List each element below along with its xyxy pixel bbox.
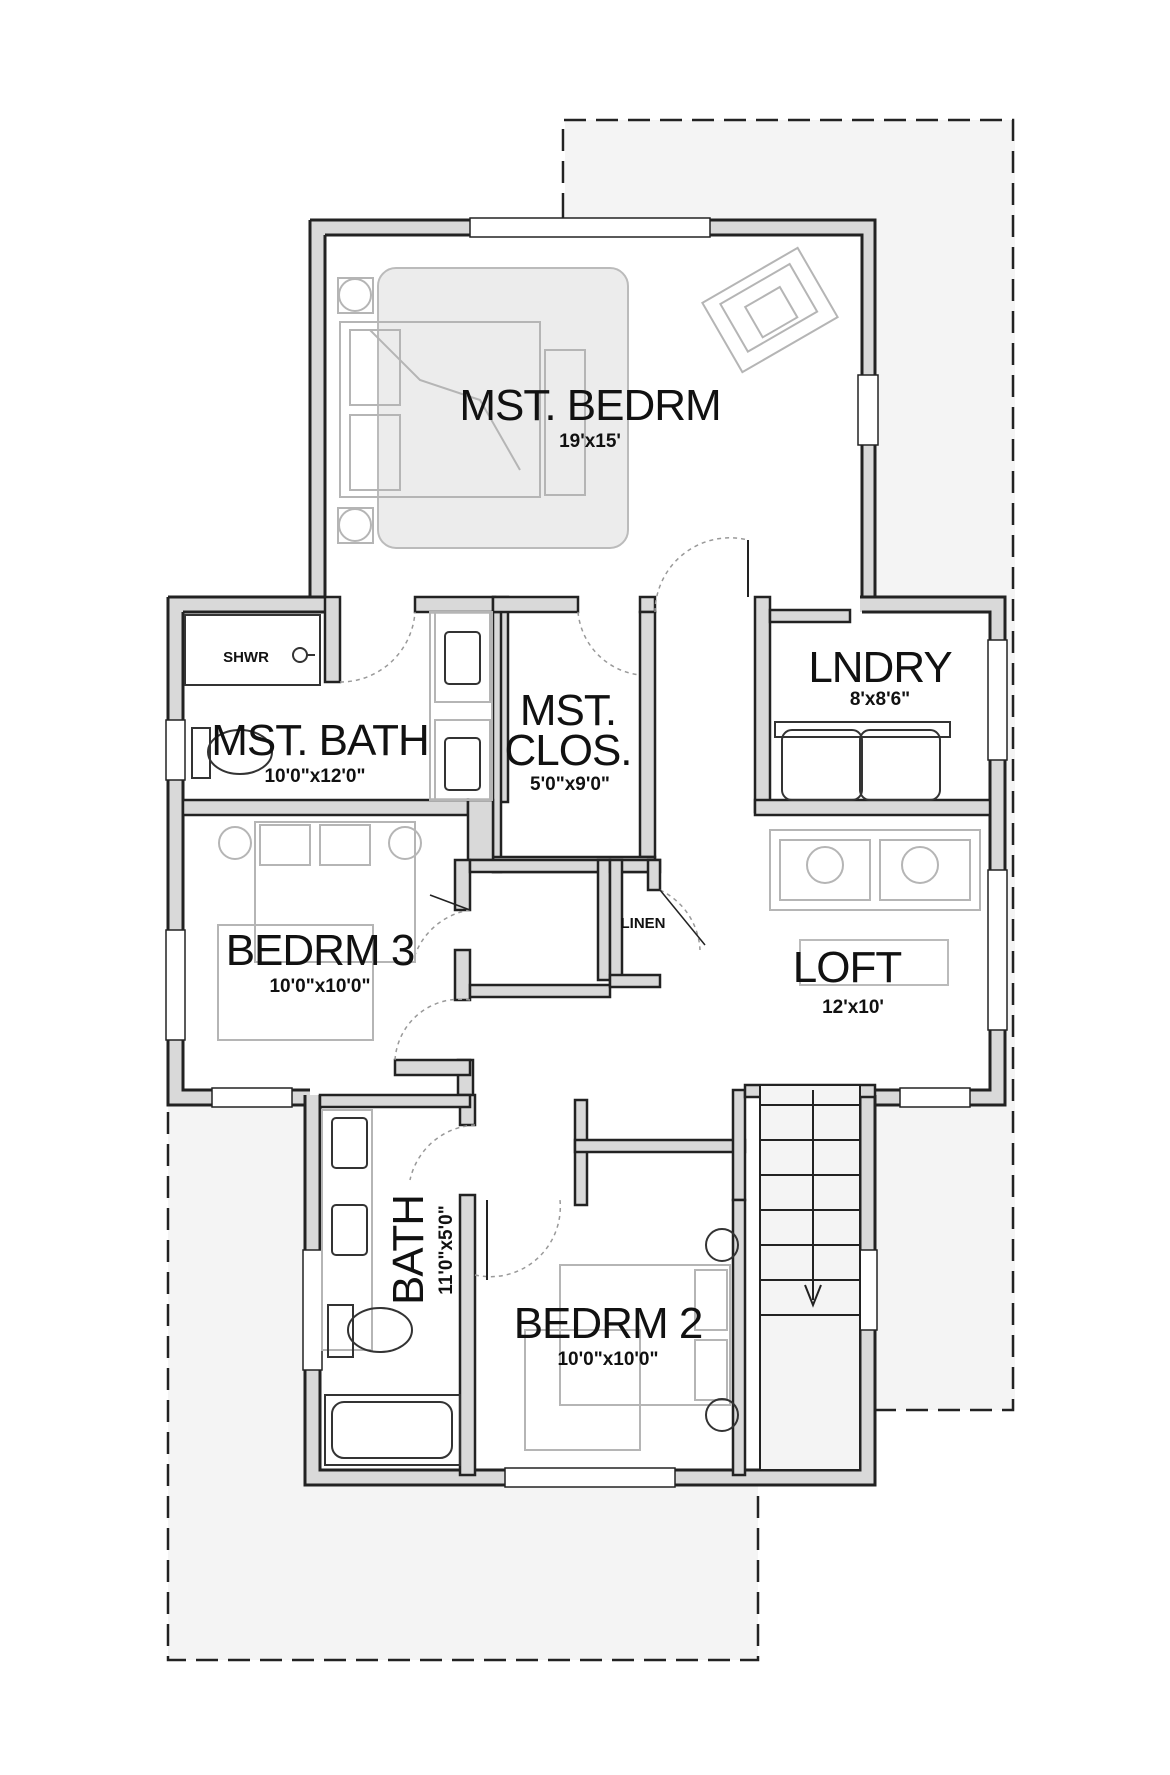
master-bedroom-size: 19'x15' [559,431,621,452]
room-labels: MST. BEDRM 19'x15' SHWR MST. BATH 10'0"x… [211,381,953,1370]
bath-size: 11'0"x5'0" [436,1205,457,1294]
master-bedroom-name: MST. BEDRM [459,381,720,430]
bath-fixtures [321,1109,461,1466]
laundry-appliances [774,721,951,801]
windows [165,217,1008,1488]
door-swings [339,537,749,1280]
loft-name: LOFT [793,943,902,992]
bedroom-2-furniture [524,1228,739,1451]
staircase [759,1084,861,1471]
shower-label: SHWR [223,649,269,666]
loft-size: 12'x10' [822,997,884,1018]
bedroom-2-name: BEDRM 2 [514,1299,703,1348]
master-closet-name-line1: MST. [520,686,616,735]
bedroom-3-furniture [217,821,422,1041]
laundry-size: 8'x8'6" [850,689,910,710]
bedroom-2-size: 10'0"x10'0" [557,1349,658,1370]
master-closet-name-line2: CLOS. [504,726,631,775]
linen-label: LINEN [621,915,666,932]
loft-sofa [769,829,981,911]
loft-label-box [799,939,949,986]
master-bath-fixtures [184,611,493,801]
interior-walls [181,595,992,1477]
master-closet-size: 5'0"x9'0" [530,774,610,795]
master-bed-furniture [337,246,839,549]
bath-name: BATH [384,1195,433,1305]
master-bath-size: 10'0"x12'0" [264,766,365,787]
bedroom-3-name: BEDRM 3 [226,926,415,975]
master-bath-name: MST. BATH [211,716,429,765]
bedroom-3-size: 10'0"x10'0" [269,976,370,997]
laundry-name: LNDRY [808,643,952,692]
